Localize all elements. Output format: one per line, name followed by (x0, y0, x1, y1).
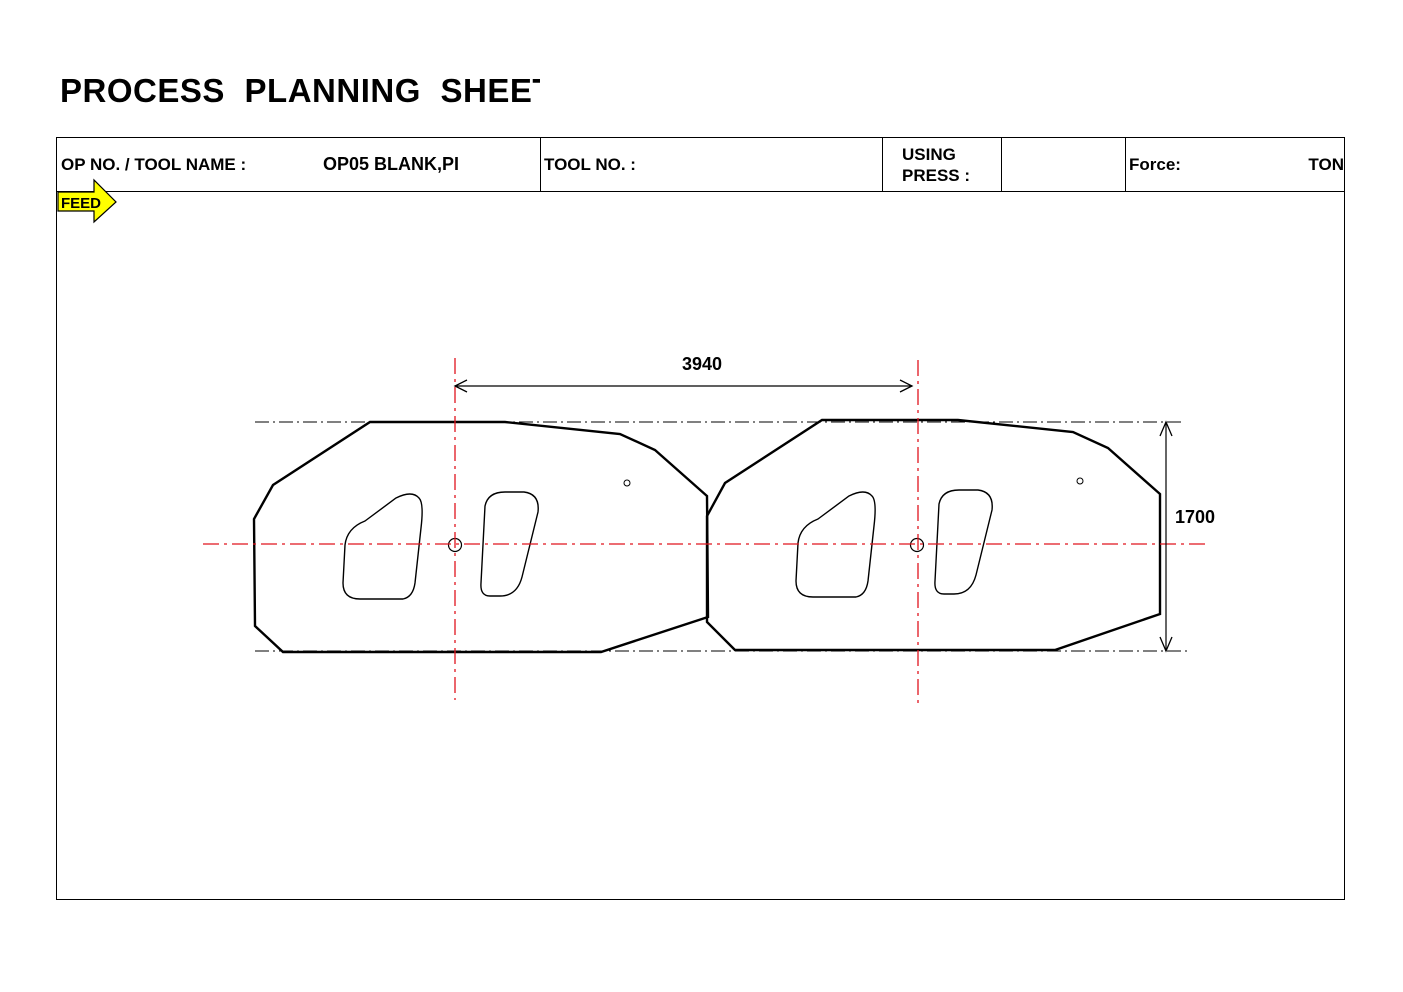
blank-part-1 (252, 420, 710, 654)
pitch-dimension (453, 379, 914, 393)
op-tool-name-value: OP05 BLANK,PI (323, 154, 460, 174)
sheet-header: OP NO. / TOOL NAME : OP05 BLANK,PI TOOL … (57, 138, 1344, 192)
pitch-arrow-left-icon (453, 379, 468, 393)
force-unit: TON (1308, 155, 1344, 174)
force-cell: Force: TON (1126, 138, 1344, 191)
blank-2-small-hole (1076, 477, 1084, 485)
width-dimension-label: 1700 (1175, 507, 1215, 527)
blank-2-cutout-left (795, 491, 876, 598)
blank-2-cutout-right (934, 489, 993, 595)
tool-no-label: TOOL NO. : (544, 155, 636, 174)
width-arrow-bottom-icon (1159, 636, 1173, 653)
page-title: PROCESS PLANNING SHEET (60, 72, 540, 109)
pitch-arrow-right-icon (899, 379, 914, 393)
tool-no-cell: TOOL NO. : (541, 138, 883, 191)
blank-1-cutout-left (342, 493, 423, 600)
using-press-value-cell (1002, 138, 1126, 191)
op-tool-name-cell: OP NO. / TOOL NAME : OP05 BLANK,PI (57, 138, 541, 191)
width-dimension (1159, 420, 1173, 653)
using-press-label-line1: USING (902, 145, 956, 164)
feed-arrow-icon: FEED (57, 178, 117, 224)
blank-2-outline (705, 418, 1162, 652)
op-tool-name-label: OP NO. / TOOL NAME : (61, 155, 247, 174)
blank-1-outline (252, 420, 710, 654)
blank-1-cutout-right (480, 491, 539, 597)
blank-part-2 (705, 418, 1162, 652)
feed-arrow-shape (57, 178, 117, 224)
using-press-label-line2: PRESS : (902, 166, 971, 185)
width-arrow-top-icon (1159, 420, 1173, 437)
planning-sheet-frame: OP NO. / TOOL NAME : OP05 BLANK,PI TOOL … (56, 137, 1345, 900)
pitch-dimension-label: 3940 (682, 354, 722, 374)
using-press-label-cell: USING PRESS : (883, 138, 1002, 191)
blank-1-small-hole (623, 479, 631, 487)
blank-2-pilot-hole (909, 537, 925, 553)
force-label: Force: (1129, 155, 1181, 174)
feed-label: FEED (61, 195, 101, 212)
